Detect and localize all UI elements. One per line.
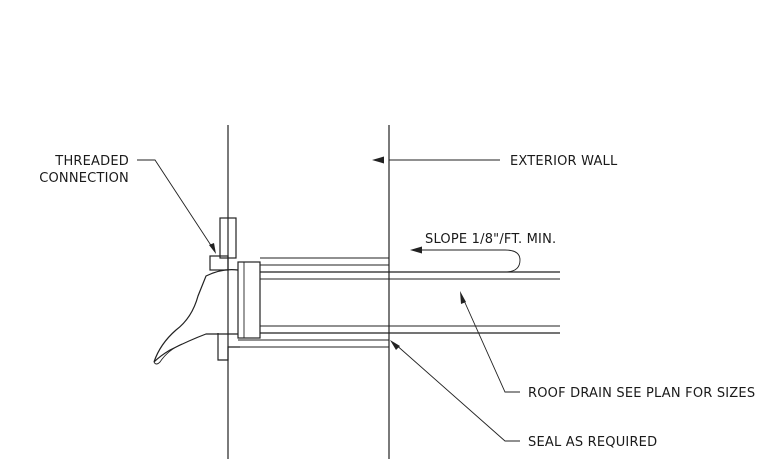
scupper-nozzle xyxy=(153,269,239,363)
seal-leader xyxy=(393,342,520,442)
lower-flange-clip xyxy=(217,333,240,361)
seal-arrow xyxy=(390,340,400,350)
threaded-connection-arrow xyxy=(209,243,216,254)
roof-drain-arrow xyxy=(460,291,466,304)
roof-drain-leader xyxy=(461,295,520,393)
scupper-nozzle-lip xyxy=(153,343,183,365)
threaded-connection-label-line2: CONNECTION xyxy=(39,171,129,186)
threaded-connection-label-line1: THREADED xyxy=(54,154,129,169)
roof-drain-label: ROOF DRAIN SEE PLAN FOR SIZES xyxy=(528,386,755,401)
exterior-wall-label: EXTERIOR WALL xyxy=(510,154,618,169)
slope-arrow-head xyxy=(410,246,422,254)
seal-label: SEAL AS REQUIRED xyxy=(528,435,657,450)
drain-hub xyxy=(237,261,261,339)
threaded-connection-leader xyxy=(137,159,215,251)
slope-return-hook xyxy=(420,249,521,273)
threaded-coupling xyxy=(209,255,229,271)
slope-label: SLOPE 1/8"/FT. MIN. xyxy=(425,232,556,247)
exterior-wall-arrow xyxy=(372,156,384,164)
